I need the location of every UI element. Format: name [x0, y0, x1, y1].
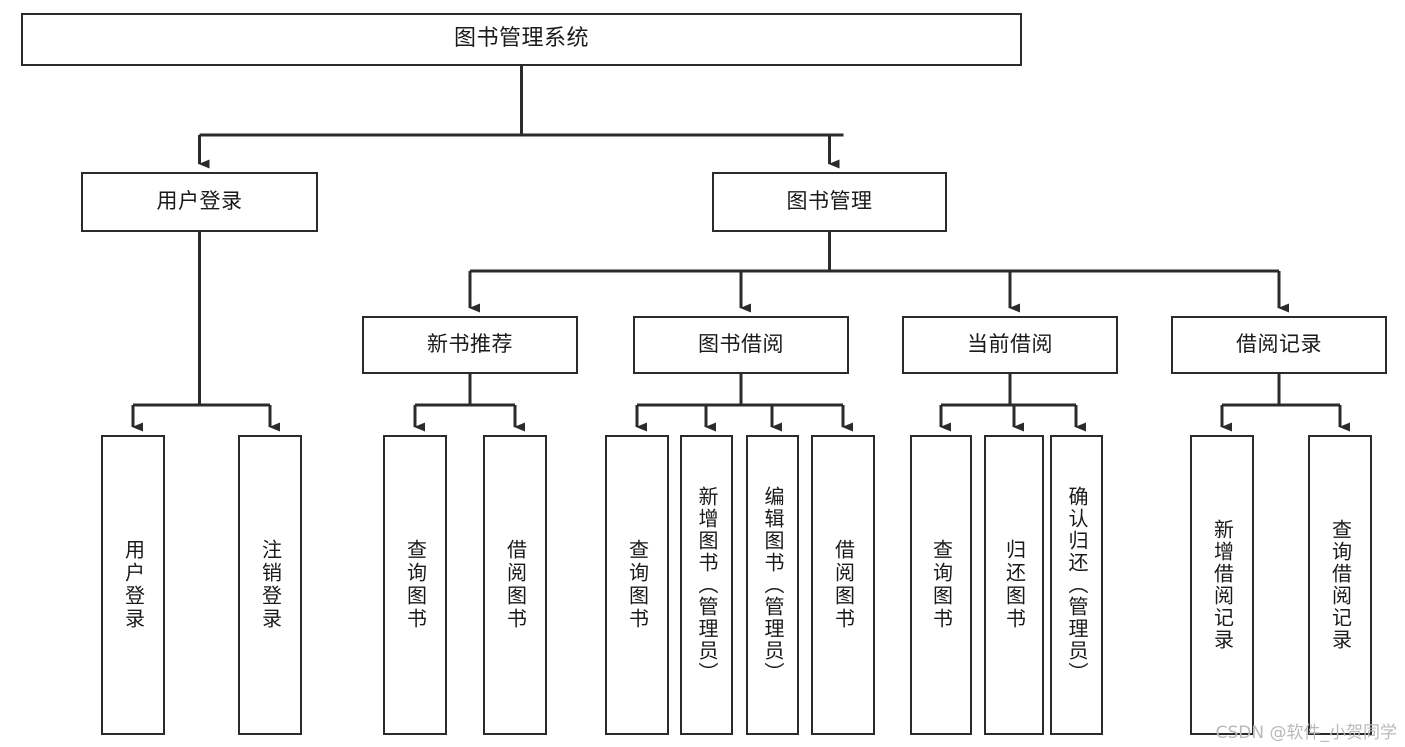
- node-leaf-label: 确认归还（管理员）: [1065, 486, 1089, 684]
- node-leaf-7[interactable]: 编辑图书（管理员）: [746, 435, 799, 735]
- node-leaf-8[interactable]: 借阅图书: [811, 435, 875, 735]
- node-leaf-label: 编辑图书（管理员）: [761, 486, 785, 684]
- node-level2-1[interactable]: 用户登录: [81, 172, 318, 232]
- node-leaf-label: 注销登录: [258, 539, 283, 631]
- node-level3-label: 当前借阅: [967, 332, 1053, 357]
- watermark-text: CSDN @软件_小贺同学: [1215, 723, 1397, 743]
- node-level3-1[interactable]: 新书推荐: [362, 316, 578, 374]
- node-level3-3[interactable]: 当前借阅: [902, 316, 1118, 374]
- node-leaf-13[interactable]: 查询借阅记录: [1308, 435, 1372, 735]
- node-leaf-label: 借阅图书: [831, 539, 856, 631]
- node-leaf-5[interactable]: 查询图书: [605, 435, 669, 735]
- node-leaf-10[interactable]: 归还图书: [984, 435, 1044, 735]
- node-level3-label: 新书推荐: [427, 332, 513, 357]
- node-leaf-label: 新增借阅记录: [1210, 519, 1235, 651]
- node-leaf-3[interactable]: 查询图书: [383, 435, 447, 735]
- node-leaf-label: 用户登录: [121, 539, 146, 631]
- node-level3-label: 借阅记录: [1236, 332, 1322, 357]
- node-leaf-9[interactable]: 查询图书: [910, 435, 972, 735]
- node-leaf-label: 查询图书: [625, 539, 650, 631]
- node-leaf-label: 查询借阅记录: [1328, 519, 1353, 651]
- node-leaf-12[interactable]: 新增借阅记录: [1190, 435, 1254, 735]
- node-level3-label: 图书借阅: [698, 332, 784, 357]
- node-level3-2[interactable]: 图书借阅: [633, 316, 849, 374]
- node-level3-4[interactable]: 借阅记录: [1171, 316, 1387, 374]
- node-level2-label: 图书管理: [786, 189, 873, 214]
- node-leaf-label: 查询图书: [929, 539, 954, 631]
- node-leaf-2[interactable]: 注销登录: [238, 435, 302, 735]
- node-root-system[interactable]: 图书管理系统: [21, 13, 1022, 66]
- node-level2-label: 用户登录: [156, 189, 243, 214]
- node-leaf-label: 归还图书: [1002, 539, 1027, 631]
- node-leaf-6[interactable]: 新增图书（管理员）: [680, 435, 733, 735]
- node-root-label: 图书管理系统: [453, 26, 589, 52]
- node-leaf-label: 新增图书（管理员）: [695, 486, 719, 684]
- node-level2-2[interactable]: 图书管理: [712, 172, 947, 232]
- node-leaf-label: 借阅图书: [503, 539, 528, 631]
- node-leaf-11[interactable]: 确认归还（管理员）: [1050, 435, 1103, 735]
- node-leaf-label: 查询图书: [403, 539, 428, 631]
- node-leaf-1[interactable]: 用户登录: [101, 435, 165, 735]
- node-leaf-4[interactable]: 借阅图书: [483, 435, 547, 735]
